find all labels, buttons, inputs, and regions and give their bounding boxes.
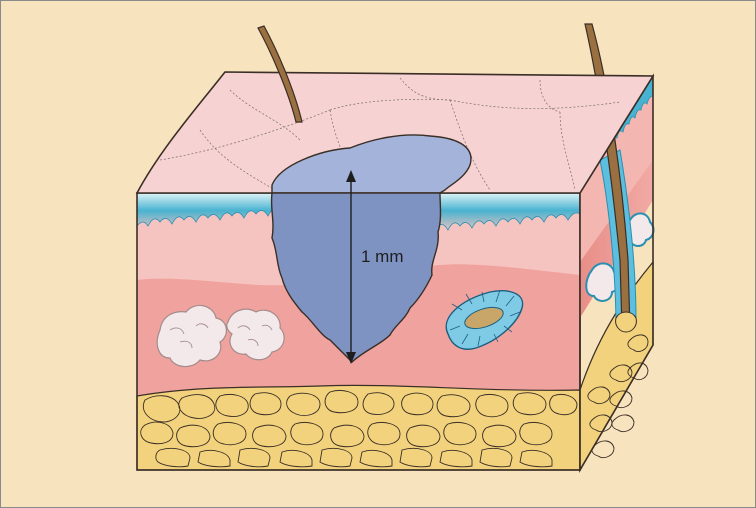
measurement-label: 1 mm: [361, 247, 404, 266]
